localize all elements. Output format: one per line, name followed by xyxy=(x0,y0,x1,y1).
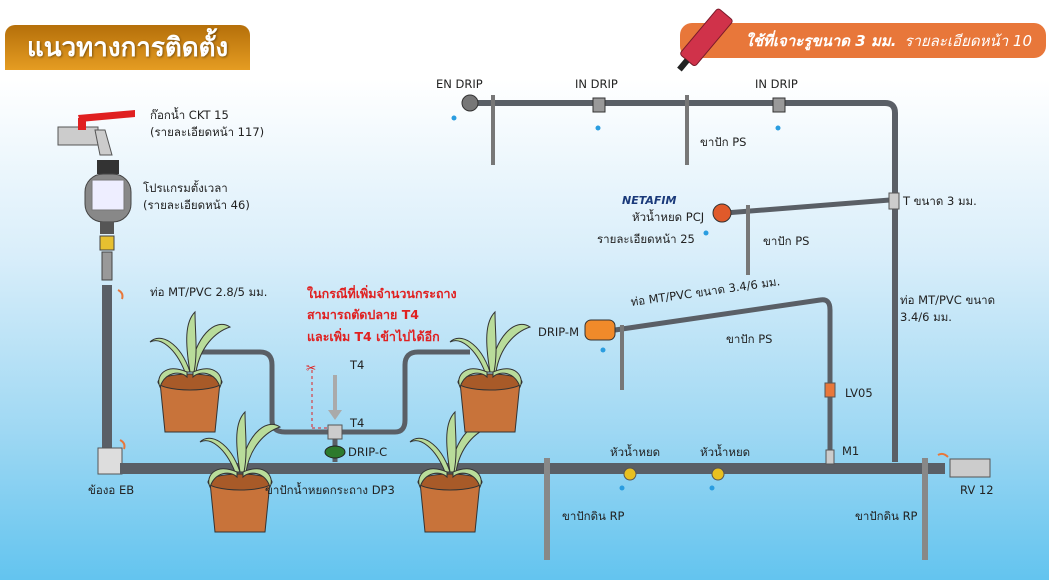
hole-punch-icon xyxy=(677,8,733,72)
in-drip-label-2: IN DRIP xyxy=(755,77,798,91)
drip-c-label: DRIP-C xyxy=(348,445,388,459)
in-drip-label-1: IN DRIP xyxy=(575,77,618,91)
pipe-right-1: ท่อ MT/PVC ขนาด xyxy=(900,293,996,307)
note: ในกรณีที่เพิ่มจำนวนกระถางสามารถตัดปลาย T… xyxy=(307,283,457,347)
timer-page: (รายละเอียดหน้า 46) xyxy=(143,198,250,213)
supply-pipe xyxy=(102,285,112,455)
netafim-logo: NETAFIM xyxy=(622,194,677,207)
dripper-label-2: หัวน้ำหยด xyxy=(700,445,751,459)
page-title: แนวทางการติดตั้ง xyxy=(5,25,250,70)
elbow-fitting xyxy=(97,447,123,475)
drip-m-pipe xyxy=(614,297,833,462)
t4-bottom-label: T4 xyxy=(350,416,365,430)
faucet-icon xyxy=(57,110,135,156)
m1-label: M1 xyxy=(842,444,860,458)
tee-label: T ขนาด 3 มม. xyxy=(903,194,977,208)
drip-m-label: DRIP-M xyxy=(538,325,579,339)
pot-1 xyxy=(149,311,231,433)
page-title-text: แนวทางการติดตั้ง xyxy=(27,33,229,63)
upper-lateral-pipe xyxy=(465,100,898,462)
rp-label-2: ขาปักดิน RP xyxy=(855,509,918,523)
background xyxy=(0,80,1049,580)
pot-feeder-pipe xyxy=(187,349,470,435)
timer-icon xyxy=(84,160,132,281)
pipe-right-2: 3.4/6 มม. xyxy=(900,310,952,325)
timer-name: โปรแกรมตั้งเวลา xyxy=(143,181,228,195)
main-pipe xyxy=(120,463,945,474)
faucet-label: ก๊อกน้ำ CKT 15 (รายละเอียดหน้า 117) xyxy=(150,107,264,142)
en-drip-label: EN DRIP xyxy=(436,77,483,91)
stake-ps-label-1: ขาปัก PS xyxy=(700,135,747,149)
pcj-label: หัวน้ำหยด PCJ xyxy=(612,209,704,226)
banner-text: รายละเอียดหน้า 10 xyxy=(904,31,1032,50)
end-valve xyxy=(949,458,991,478)
elbow-label: ข้องอ EB xyxy=(88,483,135,497)
dripper-2 xyxy=(711,467,725,481)
hole-punch-banner: ใช้ที่เจาะรูขนาด 3 มม. รายละเอียดหน้า 10 xyxy=(680,23,1046,58)
note-line-3: และเพิ่ม T4 เข้าไปได้อีก xyxy=(307,328,440,344)
lv05-label: LV05 xyxy=(845,386,873,400)
note-line-2: สามารถตัดปลาย T4 xyxy=(307,307,419,323)
rv12-label: RV 12 xyxy=(960,483,994,497)
pipe-right-label: ท่อ MT/PVC ขนาด 3.4/6 มม. xyxy=(900,292,995,327)
pcj-pipe xyxy=(724,197,891,216)
scissors-icon: ✂ xyxy=(306,361,316,375)
rp-label-1: ขาปักดิน RP xyxy=(562,509,625,523)
faucet-name: ก๊อกน้ำ CKT 15 xyxy=(150,108,229,122)
t4-top-label: T4 xyxy=(350,358,365,372)
pcj-name: หัวน้ำหยด PCJ xyxy=(632,210,705,224)
dp3-label: ขาปักน้ำหยดกระถาง DP3 xyxy=(265,483,395,497)
pipe-main-label: ท่อ MT/PVC 2.8/5 มม. xyxy=(150,285,268,299)
banner-bold: ใช้ที่เจาะรูขนาด 3 มม. xyxy=(745,31,897,50)
dripper-label-1: หัวน้ำหยด xyxy=(610,445,661,459)
pcj-page: รายละเอียดหน้า 25 xyxy=(597,232,695,246)
pot-4 xyxy=(449,311,531,433)
stake-ps-label-2: ขาปัก PS xyxy=(763,234,810,248)
water-drops xyxy=(451,115,781,491)
note-line-1: ในกรณีที่เพิ่มจำนวนกระถาง xyxy=(307,286,457,301)
faucet-page: (รายละเอียดหน้า 117) xyxy=(150,125,265,140)
stake-ps-label-3: ขาปัก PS xyxy=(726,332,773,346)
dripper-1 xyxy=(623,467,637,481)
timer-label: โปรแกรมตั้งเวลา (รายละเอียดหน้า 46) xyxy=(143,180,250,215)
